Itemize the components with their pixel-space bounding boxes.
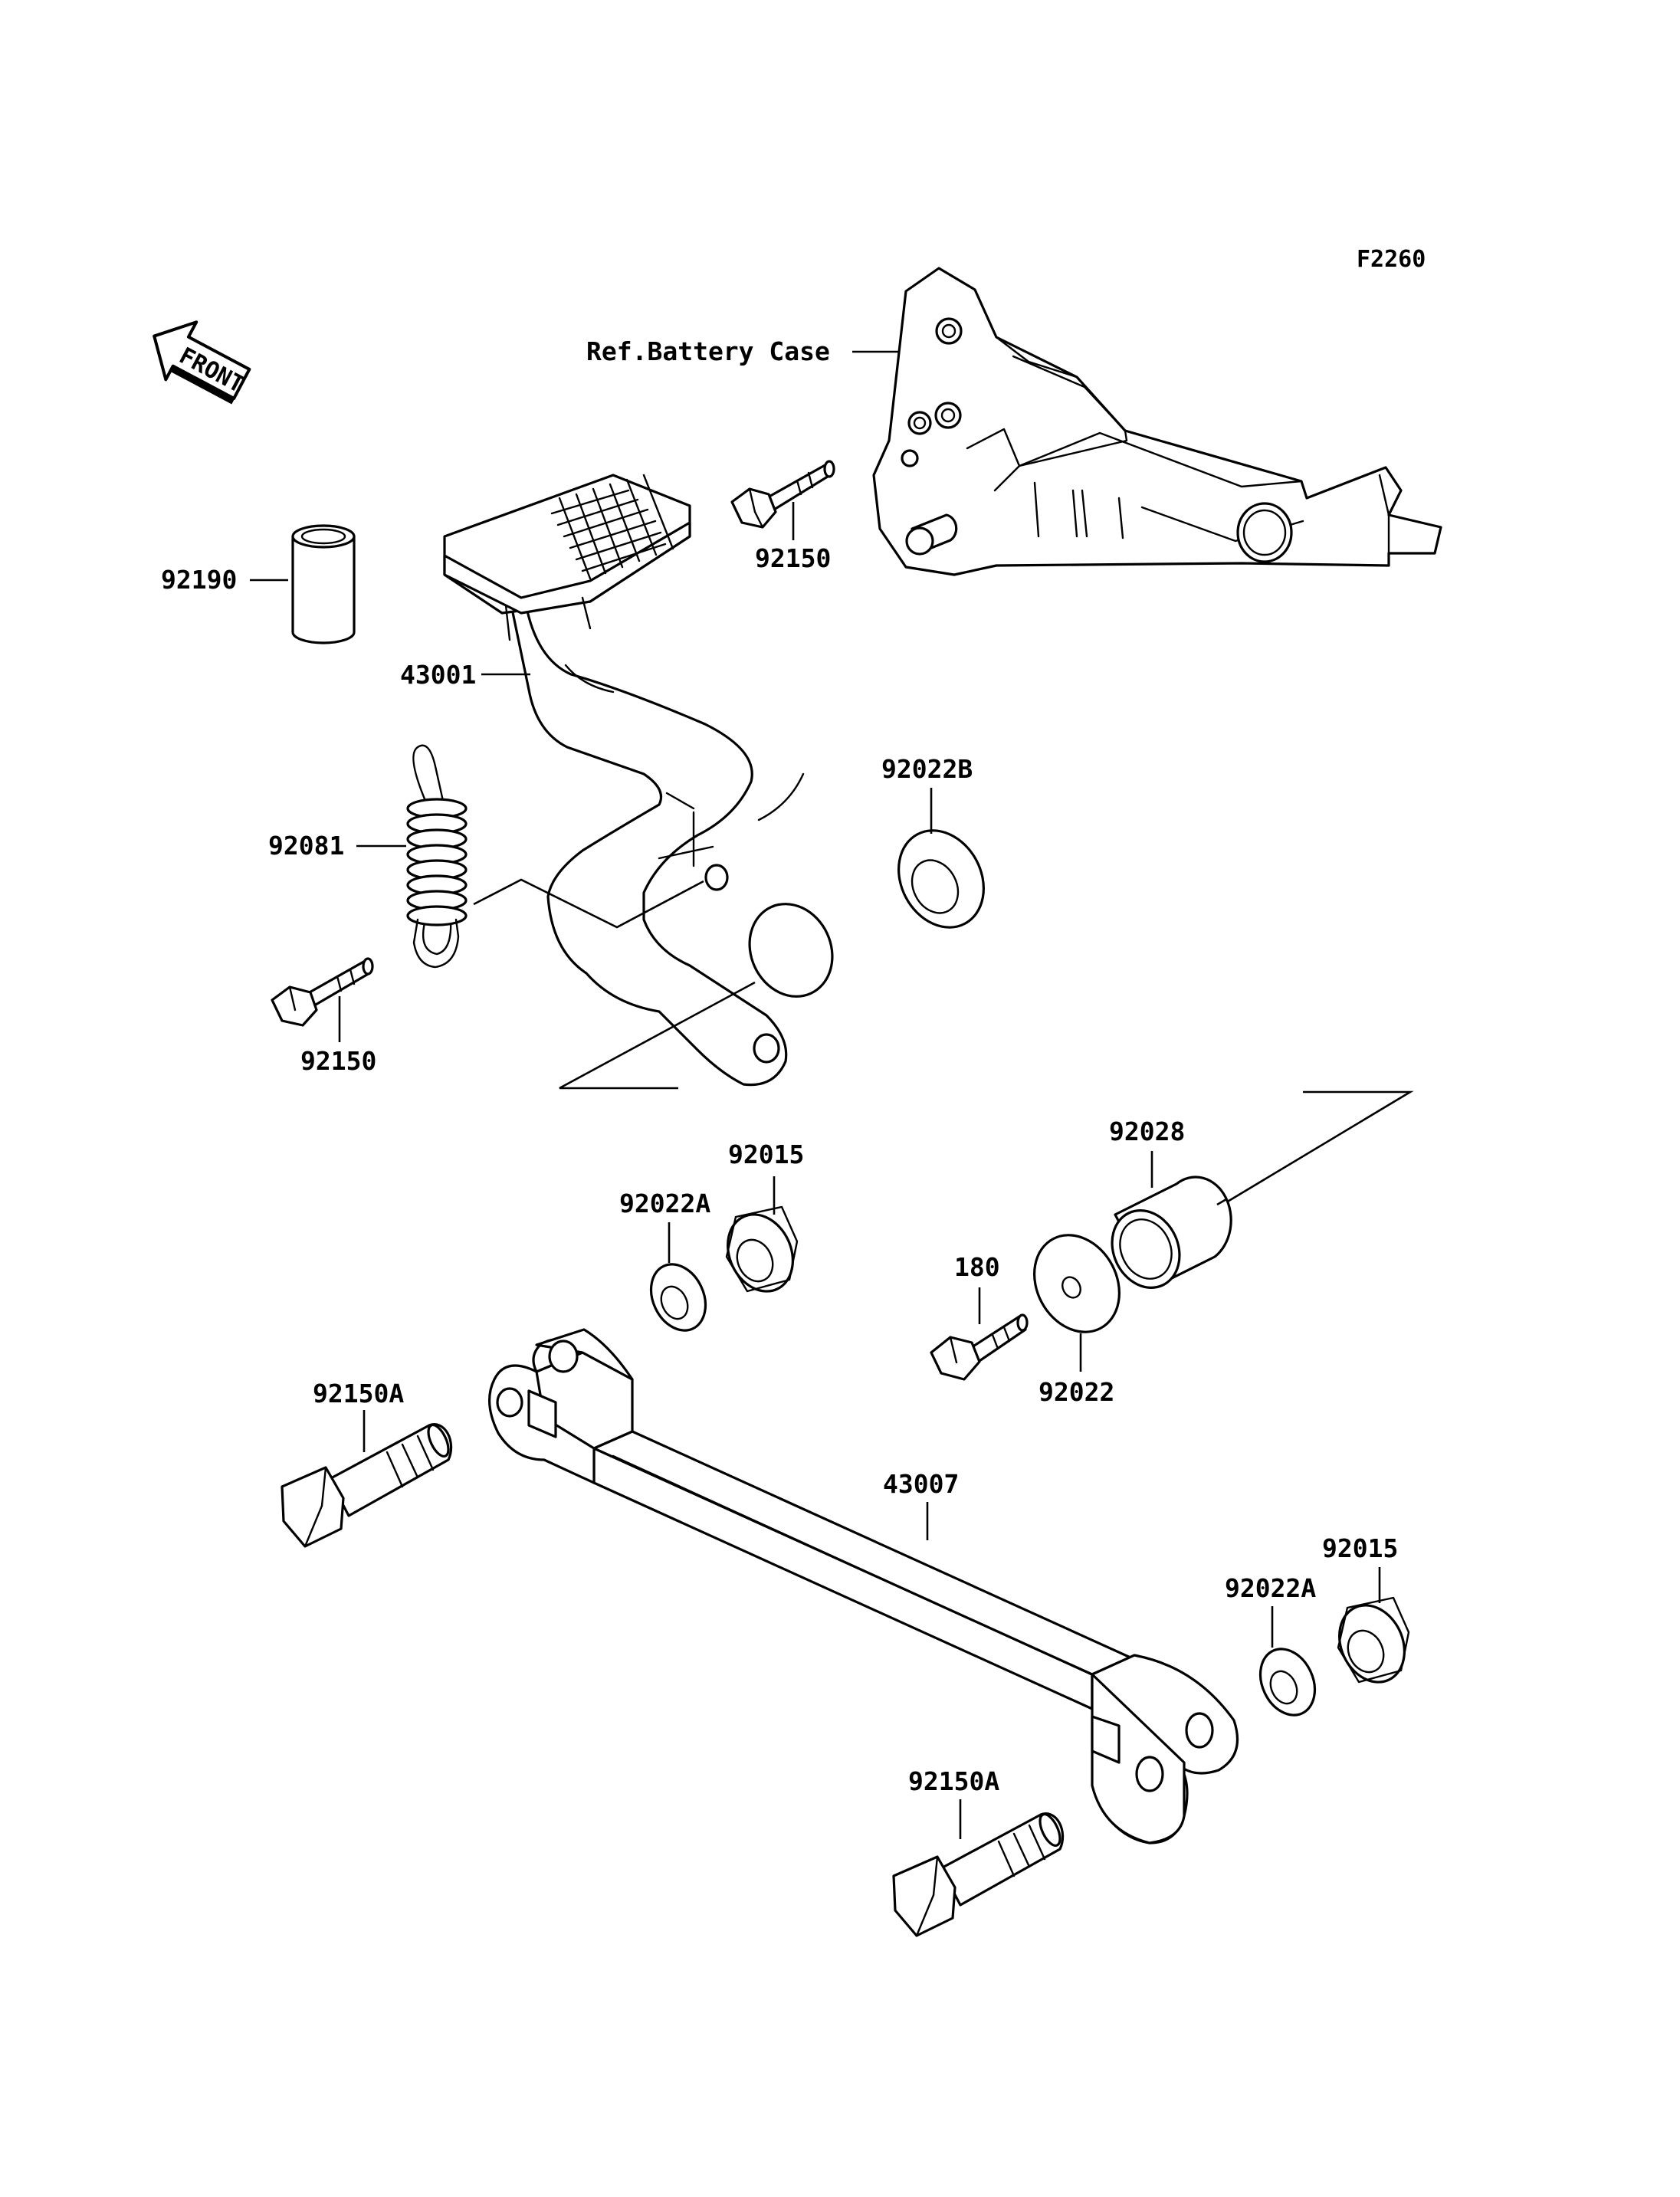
part-92022B: 92022B — [881, 754, 973, 784]
part-43007: 43007 — [883, 1469, 959, 1499]
bolt-180 — [930, 1313, 1029, 1381]
bolt-92150A-lower — [892, 1812, 1065, 1937]
part-92190: 92190 — [161, 565, 237, 595]
bolt-92150-left — [271, 957, 374, 1027]
bolt-92150-top — [730, 460, 835, 529]
part-92081: 92081 — [268, 831, 344, 861]
figure-code: F2260 — [1357, 246, 1426, 273]
part-92150-top: 92150 — [755, 543, 831, 573]
washer-92022B — [897, 829, 985, 929]
part-92015-lower: 92015 — [1322, 1533, 1398, 1563]
battery-case-bracket — [872, 267, 1442, 576]
part-92150A-lower: 92150A — [908, 1766, 999, 1796]
brake-rod-43007 — [487, 1328, 1239, 1844]
spring-92081 — [406, 744, 468, 969]
part-180: 180 — [954, 1252, 1000, 1282]
brake-pedal-43001 — [443, 474, 834, 1087]
collar-92028 — [1111, 1176, 1232, 1289]
washer-92022A-lower — [1258, 1648, 1317, 1717]
part-92022: 92022 — [1039, 1377, 1114, 1407]
part-92015-upper: 92015 — [728, 1139, 804, 1169]
ref-battery-case-label: Ref.Battery Case — [586, 336, 830, 366]
part-92150-left: 92150 — [300, 1046, 376, 1076]
spring-hook-line — [473, 878, 704, 929]
assembly-line-left — [559, 981, 756, 1090]
part-92022A-lower: 92022A — [1225, 1573, 1316, 1603]
part-43001: 43001 — [400, 660, 476, 690]
part-92028: 92028 — [1109, 1117, 1185, 1146]
washer-92022A-upper — [649, 1263, 707, 1332]
part-92022A-upper: 92022A — [619, 1189, 710, 1218]
nut-92015-lower — [1337, 1596, 1410, 1684]
front-arrow-icon: FRONT — [153, 320, 251, 405]
leader-92028-link — [1216, 1198, 1227, 1206]
assembly-line-right — [1218, 1090, 1414, 1208]
bolt-92150A-left — [281, 1423, 453, 1548]
part-92150A-left: 92150A — [313, 1379, 404, 1408]
washer-92022 — [1033, 1234, 1121, 1333]
nut-92015-upper — [725, 1205, 799, 1293]
sleeve-92190 — [291, 524, 356, 644]
